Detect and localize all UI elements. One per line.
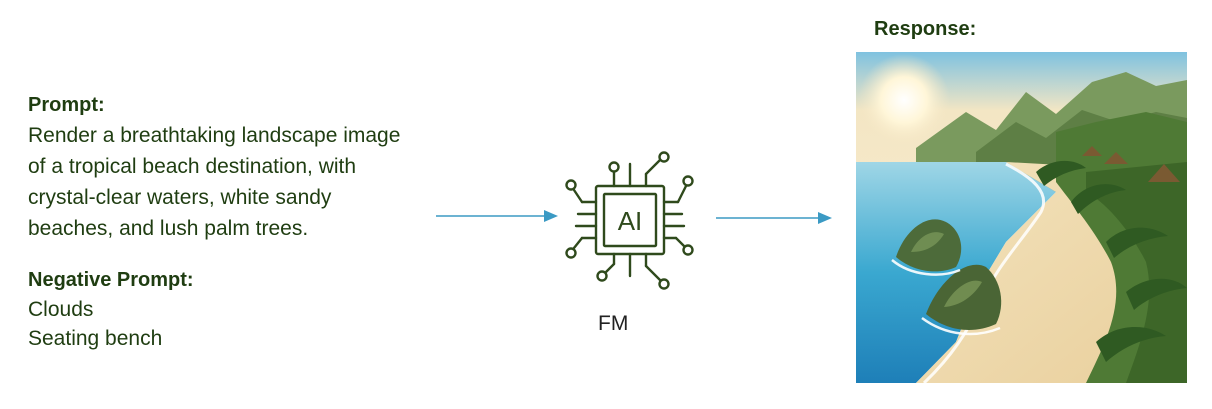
prompt-block: Prompt: Render a breathtaking landscape … <box>28 90 428 244</box>
prompt-text: Render a breathtaking landscape image of… <box>28 120 428 244</box>
prompt-line: of a tropical beach destination, with <box>28 155 357 178</box>
negative-prompt-heading: Negative Prompt: <box>28 269 194 291</box>
negative-prompt-block: Negative Prompt: Clouds Seating bench <box>28 265 428 353</box>
model-to-response-arrow <box>716 212 832 224</box>
negative-prompt-item: Seating bench <box>28 327 163 350</box>
ai-chip-label: AI <box>618 206 643 236</box>
prompt-to-model-arrow <box>436 210 558 222</box>
prompt-heading: Prompt: <box>28 94 105 116</box>
response-image <box>856 52 1187 383</box>
response-heading: Response: <box>874 18 977 40</box>
negative-prompt-item: Clouds <box>28 298 94 321</box>
model-label: FM <box>598 312 629 335</box>
prompt-line: crystal-clear waters, white sandy <box>28 186 332 209</box>
prompt-line: beaches, and lush palm trees. <box>28 217 309 240</box>
prompt-line: Render a breathtaking landscape image <box>28 124 401 147</box>
ai-chip-icon: AI <box>565 151 694 290</box>
